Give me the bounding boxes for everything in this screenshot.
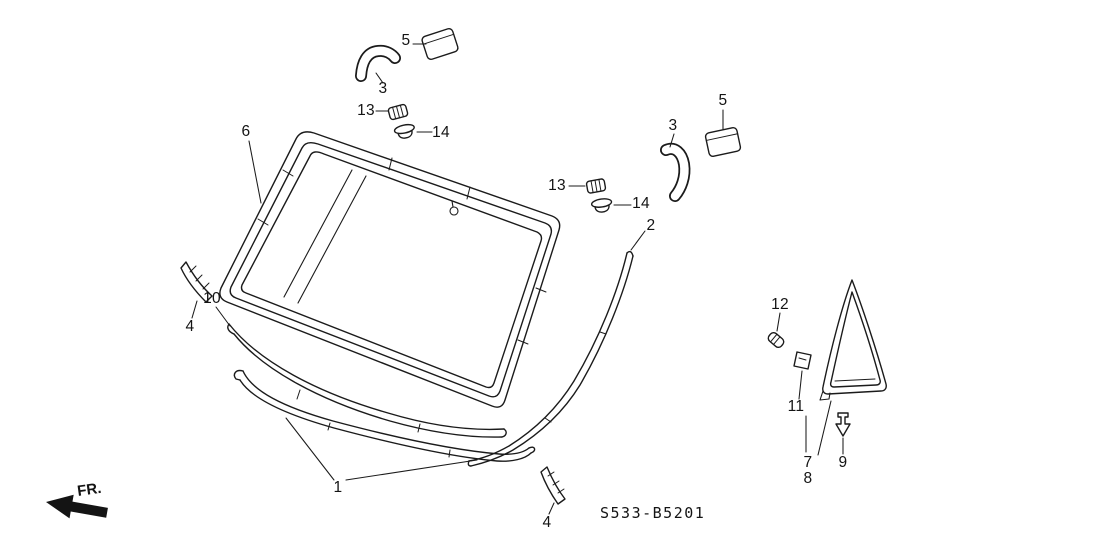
corner-pad-part5-top (421, 27, 459, 61)
clip-part13-right (585, 178, 607, 194)
part-label-14: 14 (632, 195, 650, 212)
part-label-3: 3 (668, 117, 678, 134)
fr-label: FR. (76, 480, 102, 500)
part-label-5: 5 (718, 92, 728, 109)
windshield-molding-part6 (219, 131, 561, 408)
part-label-2: 2 (646, 217, 656, 234)
seal-part11 (793, 351, 812, 370)
part-label-3: 3 (378, 80, 388, 97)
fr-direction-arrow: FR. (46, 480, 108, 519)
lower-molding-part10 (227, 323, 507, 438)
corner-garnish-part3-top (355, 44, 401, 82)
quarter-glass-part7-8 (819, 279, 887, 401)
clip-part9 (835, 412, 851, 437)
molding-end-part4-bottom (540, 466, 566, 505)
part-label-13: 13 (548, 177, 566, 194)
part-label-12: 12 (771, 296, 789, 313)
part-label-14: 14 (432, 124, 450, 141)
grommet-part14-top (393, 123, 415, 139)
part-label-7: 7 (803, 454, 813, 471)
front-seal-part1 (233, 369, 536, 462)
diagram-code: S533-B5201 (600, 504, 705, 522)
part-label-5: 5 (401, 32, 411, 49)
part-label-10: 10 (203, 290, 221, 307)
part-label-4: 4 (185, 318, 195, 335)
part-label-13: 13 (357, 102, 375, 119)
mirror-mount (449, 200, 459, 216)
part-label-8: 8 (803, 470, 813, 487)
corner-garnish-part3-right (660, 142, 691, 202)
grommet-part14-right (590, 198, 613, 213)
clip-part12 (767, 331, 785, 349)
windshield-glass (240, 151, 543, 389)
corner-pad-part5-right (704, 126, 742, 158)
molding-end-part4-left (180, 261, 213, 303)
part-label-6: 6 (241, 123, 251, 140)
part-label-4: 4 (542, 514, 552, 531)
clip-part13-top (387, 103, 409, 121)
part-label-9: 9 (838, 454, 848, 471)
part-label-11: 11 (787, 398, 805, 415)
part-label-1: 1 (333, 479, 343, 496)
leader-lines (191, 43, 844, 515)
